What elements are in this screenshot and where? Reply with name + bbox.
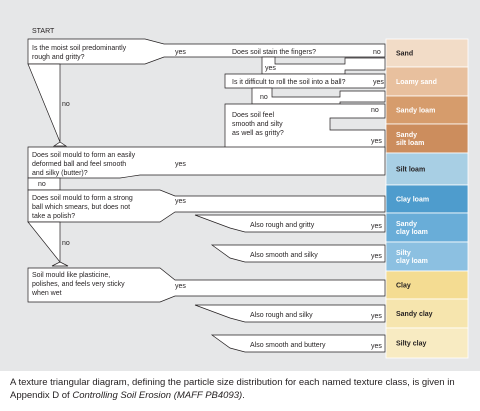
q3b-band	[210, 244, 386, 263]
answer-no: no	[373, 49, 381, 56]
question-also-smooth-silky: Also smooth and silky	[250, 252, 318, 259]
q1a-yes-arrow	[261, 56, 386, 75]
question-also-rough-gritty: Also rough and gritty	[250, 222, 315, 229]
q4b-band	[210, 334, 386, 353]
result-label-sandy-silt-loam: silt loam	[396, 140, 424, 147]
question-strong-ball: take a polish?	[32, 213, 75, 220]
answer-no: no	[62, 101, 70, 108]
answer-yes: yes	[265, 65, 276, 72]
result-label-sandy-clay: Sandy clay	[396, 311, 433, 318]
question-strong-ball: Does soil mould to form a strong	[32, 195, 133, 202]
answer-yes: yes	[175, 49, 186, 56]
result-label-sandy-clay-loam: clay loam	[396, 229, 428, 236]
question-smooth-silty: as well as gritty?	[232, 130, 284, 137]
answer-yes: yes	[371, 138, 382, 145]
q4a-band	[194, 304, 386, 323]
answer-no: no	[62, 240, 70, 247]
answer-yes: yes	[371, 253, 382, 260]
caption-source-title: Controlling Soil Erosion (MAFF PB4093)	[72, 389, 243, 401]
q3-no-arrow	[27, 221, 69, 267]
answer-no: no	[260, 94, 268, 101]
answer-yes: yes	[175, 283, 186, 290]
question-plasticine: Soil mould like plasticine,	[32, 272, 110, 279]
start-label: START	[32, 28, 55, 35]
result-label-loamy-sand: Loamy sand	[396, 79, 437, 86]
q1-no-arrow	[27, 63, 68, 147]
question-plasticine: when wet	[31, 290, 62, 297]
q4-band	[27, 267, 386, 303]
question-also-rough-silky: Also rough and silky	[250, 312, 313, 319]
result-label-clay: Clay	[396, 283, 411, 290]
question-smooth-silty: Does soil feel	[232, 112, 274, 119]
result-label-silty-clay-loam: clay loam	[396, 258, 428, 265]
caption-text: A texture triangular diagram, defining t…	[10, 377, 455, 401]
question-rough-gritty: Is the moist soil predominantly	[32, 45, 127, 52]
answer-yes: yes	[371, 343, 382, 350]
answer-yes: yes	[371, 223, 382, 230]
result-box-silt-loam	[385, 152, 469, 186]
question-smooth-silty: smooth and silty	[232, 121, 283, 128]
result-box-sandy-silt-loam	[385, 123, 469, 154]
q1b-band	[224, 73, 386, 89]
result-box-sandy-loam	[385, 95, 469, 125]
question-roll-ball: Is it difficult to roll the soil into a …	[232, 79, 346, 86]
result-label-silty-clay: Silty clay	[396, 341, 426, 348]
result-label-silt-loam: Silt loam	[396, 167, 425, 174]
result-label-sandy-clay-loam: Sandy	[396, 221, 417, 228]
answer-no: no	[38, 181, 46, 188]
answer-yes: yes	[371, 313, 382, 320]
result-label-clay-loam: Clay loam	[396, 197, 429, 204]
q3-band	[27, 189, 386, 223]
question-rough-gritty: rough and gritty?	[32, 54, 85, 61]
result-label-silty-clay-loam: Silty	[396, 250, 411, 257]
figure-caption: A texture triangular diagram, defining t…	[10, 377, 472, 402]
answer-no: no	[371, 107, 379, 114]
result-label-sandy-silt-loam: Sandy	[396, 132, 417, 139]
question-easily-deformed: Does soil mould to form an easily	[32, 152, 136, 159]
question-also-smooth-buttery: Also smooth and buttery	[250, 342, 326, 349]
result-box-sandy-clay-loam	[385, 212, 469, 243]
answer-yes: yes	[373, 79, 384, 86]
question-easily-deformed: and silky (butter)?	[32, 170, 88, 177]
result-box-silty-clay	[385, 327, 469, 359]
question-plasticine: polishes, and feels very sticky	[32, 281, 125, 288]
result-box-clay-loam	[385, 184, 469, 214]
result-label-sand: Sand	[396, 51, 413, 58]
q1-band	[27, 38, 386, 65]
result-box-loamy-sand	[385, 66, 469, 97]
q1b-no-arrow	[251, 87, 386, 105]
answer-yes: yes	[175, 198, 186, 205]
result-label-sandy-loam: Sandy loam	[396, 108, 435, 115]
caption-end: .	[242, 389, 245, 401]
question-easily-deformed: deformed ball and feel smooth	[32, 161, 126, 168]
q3a-band	[194, 214, 386, 233]
question-stain-fingers: Does soil stain the fingers?	[232, 49, 316, 56]
answer-yes: yes	[175, 161, 186, 168]
question-strong-ball: ball which smears, but does not	[32, 204, 130, 211]
